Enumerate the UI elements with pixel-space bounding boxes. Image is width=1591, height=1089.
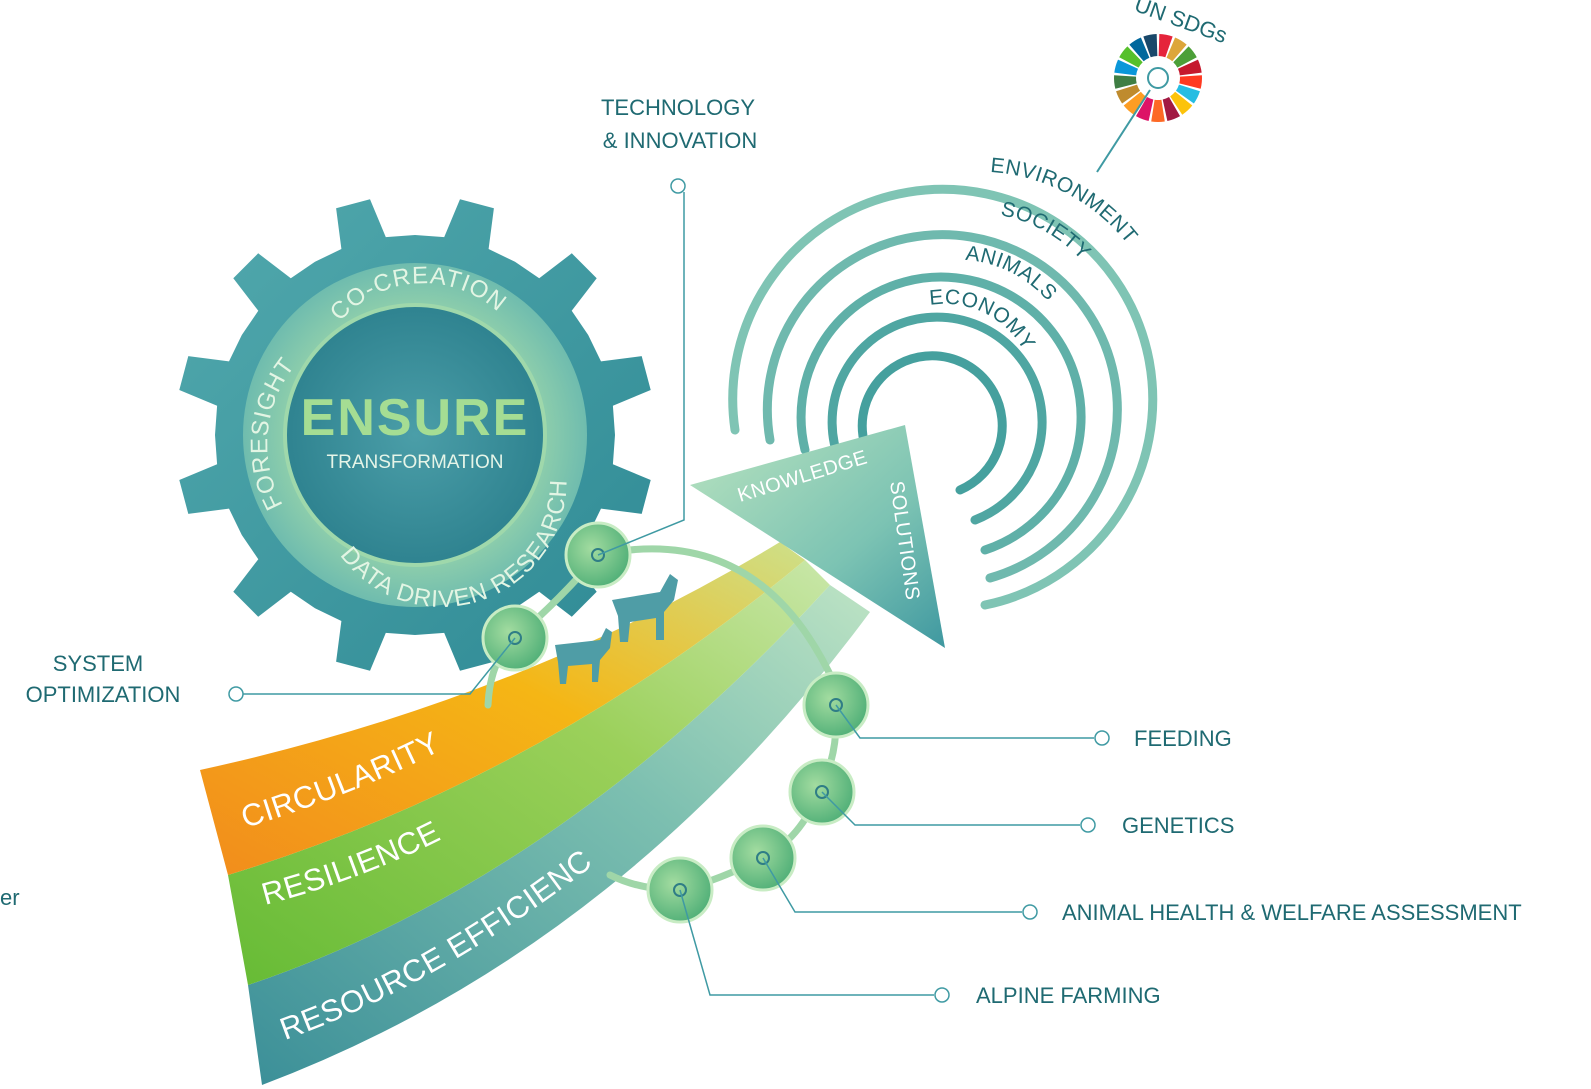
band-resilience <box>228 560 830 985</box>
label-genetics: GENETICS <box>1122 813 1234 838</box>
impact-arcs <box>728 184 1158 610</box>
sdg-segment <box>1129 37 1150 62</box>
label-technology: TECHNOLOGY <box>601 95 755 120</box>
label-alpine-farming: ALPINE FARMING <box>976 983 1161 1008</box>
sdg-segment <box>1162 97 1181 121</box>
label-optimization: OPTIMIZATION <box>26 682 181 707</box>
band-resource-efficiency <box>248 585 870 1085</box>
sdg-segment <box>1114 75 1137 89</box>
sdg-segment <box>1170 91 1193 115</box>
sdg-segment <box>1119 46 1143 68</box>
sdg-segment <box>1175 84 1200 104</box>
sdg-segment <box>1177 59 1202 76</box>
gear-subtitle: TRANSFORMATION <box>327 452 504 473</box>
sdg-segment <box>1143 34 1158 58</box>
ensure-gear: ENSURE TRANSFORMATION <box>179 199 651 671</box>
sdg-segment <box>1114 59 1139 76</box>
sdg-segment <box>1173 46 1197 68</box>
band-circularity <box>200 542 805 875</box>
label-animal-health: ANIMAL HEALTH & WELFARE ASSESSMENT <box>1062 900 1522 925</box>
sdg-segment <box>1151 99 1165 123</box>
edge-text-fragment: er <box>0 885 20 910</box>
transformation-bands <box>200 425 945 1085</box>
sdg-segment <box>1116 84 1141 104</box>
sdg-segment <box>1166 37 1187 62</box>
label-feeding: FEEDING <box>1134 726 1232 751</box>
label-innovation: & INNOVATION <box>603 128 757 153</box>
label-system: SYSTEM <box>53 651 143 676</box>
sdg-segment <box>1158 34 1173 58</box>
sdg-segment <box>1179 75 1202 89</box>
sdg-segment <box>1135 97 1154 121</box>
knowledge-solutions-arrowhead <box>690 425 945 648</box>
callout-lines <box>228 178 1110 1003</box>
sdg-segment <box>1123 91 1146 115</box>
sdg-wheel: UN SDGs <box>1096 0 1231 173</box>
cows-illustration <box>555 574 678 684</box>
gear-title: ENSURE <box>301 389 530 447</box>
